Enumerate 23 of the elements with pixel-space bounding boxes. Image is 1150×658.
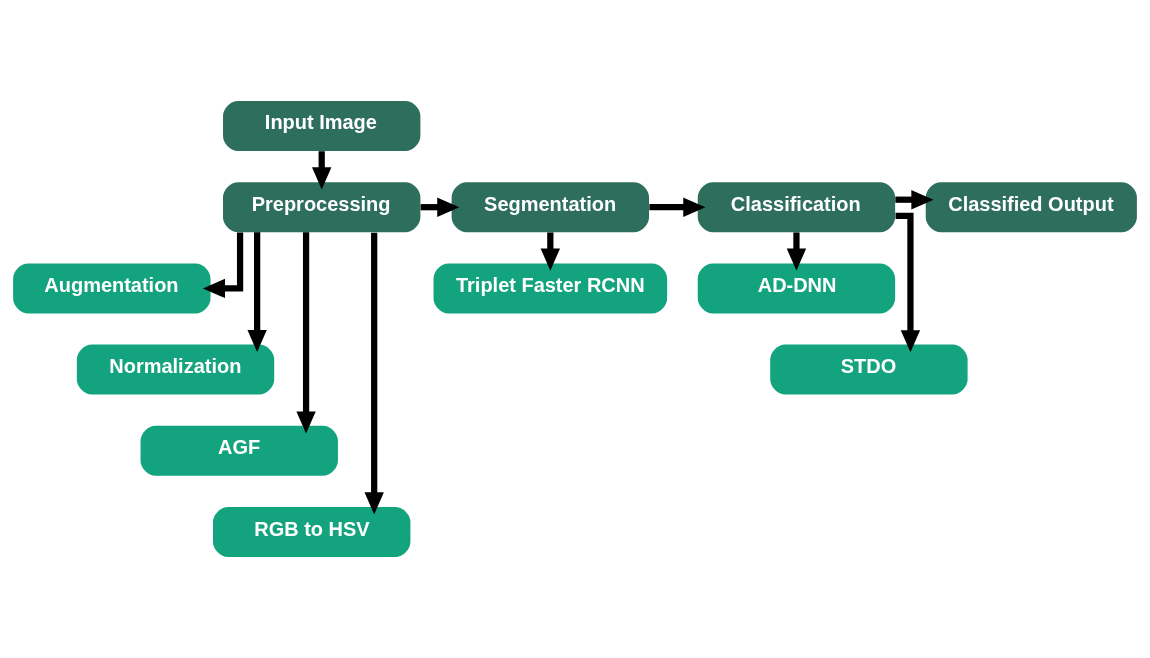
arrow — [649, 197, 706, 217]
arrow — [895, 212, 921, 353]
arrow — [247, 232, 267, 353]
node-box: Segmentation — [451, 182, 649, 233]
arrow — [895, 190, 934, 210]
arrow — [540, 232, 561, 271]
arrow — [202, 232, 244, 299]
node-box: STDO — [770, 344, 968, 395]
node-box: Augmentation — [13, 263, 211, 314]
node-box: Preprocessing — [223, 182, 421, 233]
node-box: Classification — [697, 182, 896, 233]
node-box: Triplet Faster RCNN — [433, 263, 668, 314]
node-box: AD-DNN — [697, 263, 896, 314]
node-box: Classified Output — [925, 182, 1137, 233]
arrow — [420, 197, 460, 217]
node-box: AGF — [140, 425, 338, 476]
node-box: RGB to HSV — [213, 507, 411, 557]
arrow — [364, 232, 384, 515]
arrow — [312, 151, 332, 190]
arrow — [786, 232, 807, 271]
node-box: Input Image — [223, 101, 421, 151]
node-box: Normalization — [76, 344, 275, 395]
arrow — [296, 232, 316, 434]
